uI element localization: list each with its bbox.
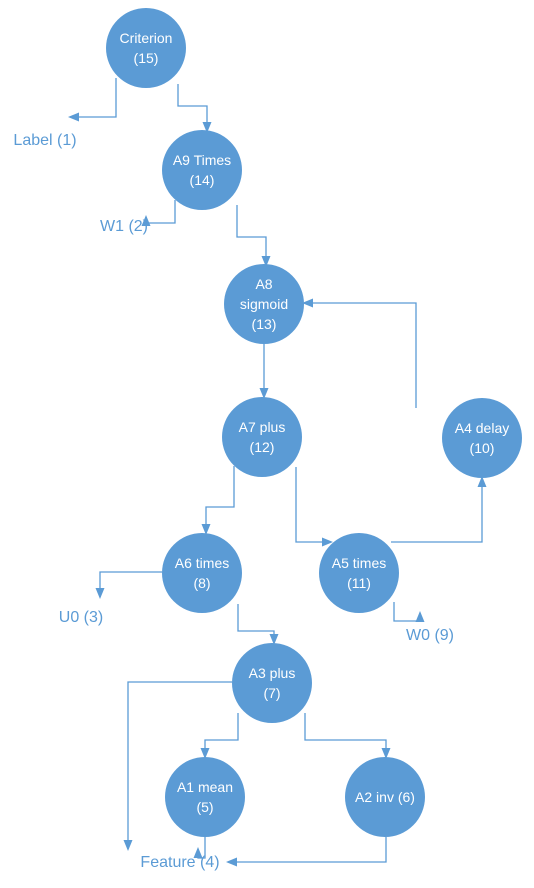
edge-a4-to-a8 (302, 298, 417, 408)
node-a9: A9 Times (14) (162, 130, 242, 210)
arrowhead-icon (68, 112, 79, 122)
edge-a2-to-feature (226, 837, 387, 867)
node-label-line: (13) (252, 316, 277, 332)
arrowhead-icon (302, 298, 313, 308)
edge-line (127, 681, 232, 849)
arrowhead-icon (95, 588, 105, 599)
arrowhead-icon (261, 256, 271, 267)
edge-line (393, 602, 421, 622)
node-a6: A6 times (8) (162, 533, 242, 613)
node-label-line: (10) (470, 440, 495, 456)
node-label-line: A4 delay (455, 420, 509, 436)
node-circle (319, 533, 399, 613)
edge-a5-to-w0 (393, 602, 425, 622)
node-circle (442, 398, 522, 478)
edge-a9-to-w1 (141, 200, 176, 226)
edge-a7-to-a5 (295, 467, 333, 547)
node-circle (222, 397, 302, 477)
node-a8: A8 sigmoid (13) (224, 264, 304, 344)
node-label-line: (12) (250, 439, 275, 455)
arrowhead-icon (259, 388, 269, 399)
node-label-line: A7 plus (239, 419, 286, 435)
node-a2: A2 inv (6) (345, 757, 425, 837)
edge-a3-to-a2 (304, 713, 391, 759)
edge-a6-to-a3 (237, 604, 279, 645)
edge-line (99, 571, 162, 597)
leaf-u0: U0 (3) (59, 609, 103, 626)
edge-a9-to-a8 (236, 205, 271, 267)
node-circle (106, 8, 186, 88)
node-label-line: A8 (255, 276, 272, 292)
edge-a3-to-feature (123, 681, 232, 851)
edge-a1-to-feature (193, 837, 206, 859)
node-circle (345, 757, 425, 837)
node-a7: A7 plus (12) (222, 397, 302, 477)
leaf-w0: W0 (9) (406, 627, 454, 644)
node-circle (232, 643, 312, 723)
node-label-line: sigmoid (240, 296, 288, 312)
leaves-layer: Label (1) W1 (2) U0 (3) W0 (9) Feature (4) (13, 132, 454, 871)
arrowhead-icon (202, 122, 212, 133)
node-label-line: A6 times (175, 555, 229, 571)
node-label-line: (8) (193, 575, 210, 591)
arrowhead-icon (123, 840, 133, 851)
edge-line (204, 713, 239, 757)
node-a5: A5 times (11) (319, 533, 399, 613)
leaf-feature: Feature (4) (140, 854, 219, 871)
arrowhead-icon (477, 476, 487, 487)
node-circle (224, 264, 304, 344)
node-label-line: A9 Times (173, 152, 231, 168)
arrowhead-icon (381, 748, 391, 759)
node-circle (165, 757, 245, 837)
edge-line (145, 200, 176, 224)
arrowhead-icon (415, 611, 425, 622)
arrowhead-icon (322, 537, 333, 547)
node-label-line: (15) (134, 50, 159, 66)
arrowhead-icon (201, 524, 211, 535)
node-a3: A3 plus (7) (232, 643, 312, 723)
edge-criterion-to-a9 (177, 84, 212, 133)
edge-a5-to-a4 (391, 476, 487, 543)
edge-a7-to-a6 (201, 466, 235, 535)
edge-line (237, 604, 275, 643)
node-label-line: A5 times (332, 555, 386, 571)
node-a1: A1 mean (5) (165, 757, 245, 837)
node-circle (162, 130, 242, 210)
leaf-label: Label (1) (13, 132, 76, 149)
node-label-line: (7) (263, 685, 280, 701)
edge-a8-to-a7 (259, 344, 269, 399)
edge-a6-to-u0 (95, 571, 162, 599)
node-label-line: A3 plus (249, 665, 296, 681)
node-label-line: A1 mean (177, 779, 233, 795)
edge-line (177, 84, 208, 131)
node-label-line: A2 inv (6) (355, 789, 415, 805)
edge-line (304, 302, 417, 408)
edge-line (391, 478, 483, 543)
node-label-line: (5) (196, 799, 213, 815)
edge-line (304, 713, 387, 757)
edge-criterion-to-label (68, 78, 117, 122)
node-label-line: Criterion (120, 30, 173, 46)
arrowhead-icon (269, 634, 279, 645)
edge-a3-to-a1 (200, 713, 239, 759)
edge-line (228, 837, 387, 863)
edge-line (295, 467, 331, 543)
edge-line (205, 466, 235, 533)
edge-line (70, 78, 117, 118)
arrowhead-icon (193, 847, 203, 858)
node-a4: A4 delay (10) (442, 398, 522, 478)
node-label-line: (14) (190, 172, 215, 188)
leaf-w1: W1 (2) (100, 218, 148, 235)
nodes-layer: Criterion (15) A9 Times (14) A8 sigmoid (13) A7… (106, 8, 522, 837)
node-label-line: (11) (347, 575, 371, 591)
node-circle (162, 533, 242, 613)
node-criterion: Criterion (15) (106, 8, 186, 88)
edges-layer (68, 78, 487, 867)
arrowhead-icon (141, 215, 151, 226)
edge-line (236, 205, 267, 265)
arrowhead-icon (226, 857, 237, 867)
arrowhead-icon (200, 748, 210, 759)
